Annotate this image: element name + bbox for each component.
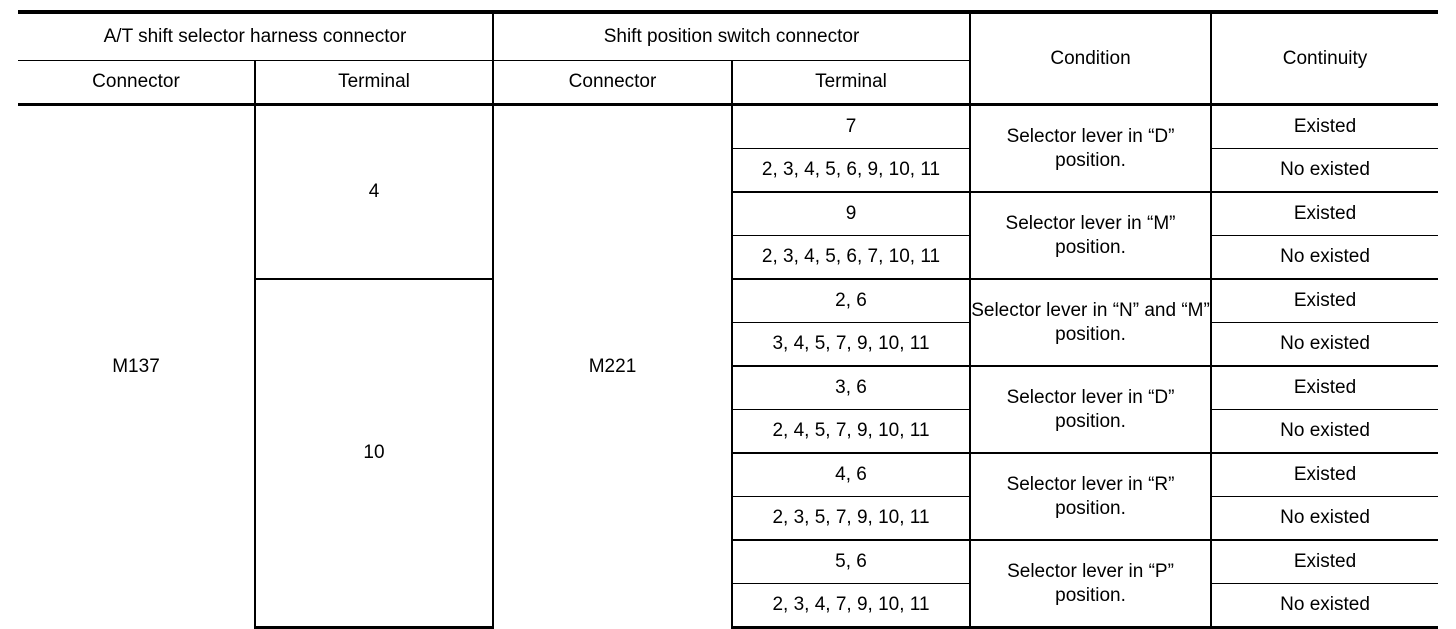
cell-continuity: No existed [1211,235,1439,280]
cell-continuity: Existed [1211,104,1439,149]
header-group-harness-connector: A/T shift selector harness connector [18,10,494,61]
header-continuity: Continuity [1211,10,1439,106]
header-sub-row: Connector Terminal Connector Terminal [18,60,1438,106]
table-row: 2, 3, 4, 5, 6, 7, 10, 11 No existed [18,235,1439,280]
cell-continuity: Existed [1211,453,1439,497]
cell-switch-terminal: 2, 3, 4, 5, 6, 7, 10, 11 [732,235,972,280]
cell-continuity: No existed [1211,148,1439,193]
header-switch-connector: Connector [493,60,733,106]
table-row: 2, 4, 5, 7, 9, 10, 11 No existed [18,409,1439,454]
cell-condition: Selector lever in “M” position. [970,192,1213,280]
table-row: M137 4 M221 7 Selector lever in “D” posi… [18,104,1439,628]
cell-continuity: No existed [1211,496,1439,541]
table-row: 2, 3, 5, 7, 9, 10, 11 No existed [18,496,1439,541]
cell-condition: Selector lever in “P” position. [970,540,1213,629]
cell-continuity: No existed [1211,409,1439,454]
table-row: 3, 4, 5, 7, 9, 10, 11 No existed [18,322,1439,367]
cell-switch-terminal: 4, 6 [732,453,972,497]
cell-harness-connector: M137 [18,104,256,628]
cell-condition: Selector lever in “D” position. [970,366,1213,454]
cell-switch-terminal: 2, 4, 5, 7, 9, 10, 11 [732,409,972,454]
cell-switch-terminal: 3, 6 [732,366,972,410]
table-row: 4, 6 Selector lever in “R” position. Exi… [18,453,1439,541]
table-row: 9 Selector lever in “M” position. Existe… [18,192,1439,280]
cell-harness-terminal-10: 10 [255,279,494,629]
cell-continuity: No existed [1211,322,1439,367]
cell-switch-terminal: 2, 3, 5, 7, 9, 10, 11 [732,496,972,541]
cell-condition: Selector lever in “R” position. [970,453,1213,541]
table-row: 5, 6 Selector lever in “P” position. Exi… [18,540,1439,629]
cell-continuity: Existed [1211,192,1439,236]
cell-switch-terminal: 2, 3, 4, 7, 9, 10, 11 [732,583,972,629]
table-body: M137 4 M221 7 Selector lever in “D” posi… [18,104,1439,629]
cell-switch-terminal: 2, 3, 4, 5, 6, 9, 10, 11 [732,148,972,193]
cell-switch-terminal: 9 [732,192,972,236]
cell-switch-connector: M221 [493,104,733,628]
cell-switch-terminal: 7 [732,104,972,149]
header-switch-terminal: Terminal [732,60,972,106]
cell-switch-terminal: 2, 6 [732,279,972,323]
header-condition: Condition [970,10,1213,106]
cell-switch-terminal: 5, 6 [732,540,972,584]
header-harness-connector: Connector [18,60,256,106]
continuity-spec-table: A/T shift selector harness connector Shi… [18,10,1439,629]
cell-continuity: No existed [1211,583,1439,629]
table-row: 10 2, 6 Selector lever in “N” and “M” po… [18,279,1439,629]
header-harness-terminal: Terminal [255,60,494,106]
header-group-row: A/T shift selector harness connector Shi… [18,10,1439,106]
cell-switch-terminal: 3, 4, 5, 7, 9, 10, 11 [732,322,972,367]
cell-harness-terminal-4: 4 [255,104,494,280]
cell-condition: Selector lever in “N” and “M” position. [970,279,1213,367]
cell-continuity: Existed [1211,540,1439,584]
cell-condition: Selector lever in “D” position. [970,104,1213,193]
table-row: 2, 3, 4, 7, 9, 10, 11 No existed [18,583,1439,629]
cell-continuity: Existed [1211,366,1439,410]
table-row: 2, 3, 4, 5, 6, 9, 10, 11 No existed [18,148,1439,193]
table-row: 3, 6 Selector lever in “D” position. Exi… [18,366,1439,454]
header-group-switch-connector: Shift position switch connector [493,10,972,61]
cell-continuity: Existed [1211,279,1439,323]
table-header: A/T shift selector harness connector Shi… [18,10,1439,106]
